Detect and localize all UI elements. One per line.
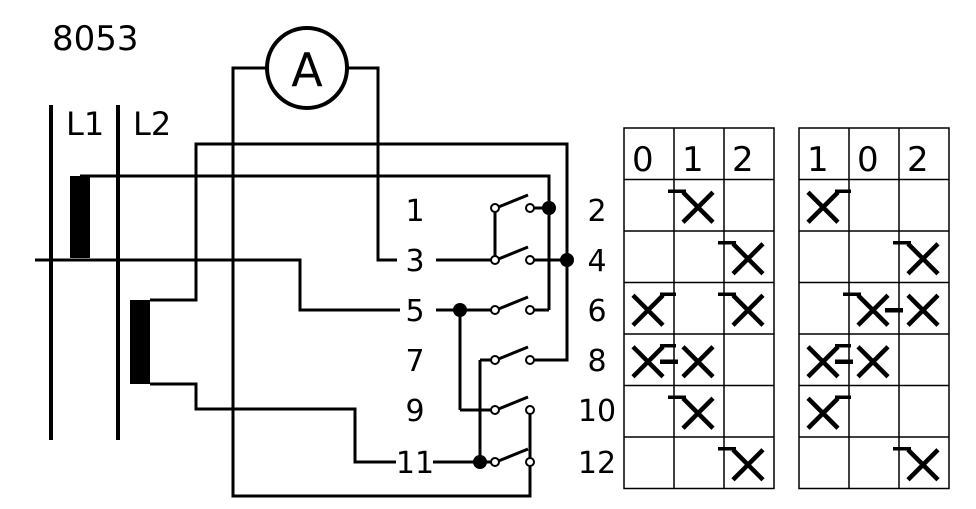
diagram-title: 8053 — [52, 19, 139, 59]
contact-closed-mark — [660, 345, 715, 379]
terminal-labels-right: 2 4 6 8 10 12 — [578, 194, 616, 481]
contact-closed-mark — [806, 395, 851, 430]
terminal-label: 9 — [405, 394, 424, 429]
bus-label-l2: L2 — [133, 105, 171, 143]
table-header: 0 — [857, 140, 879, 180]
terminal-label: 4 — [587, 244, 606, 279]
current-transformer-1 — [35, 176, 91, 262]
junction-dots — [453, 201, 574, 469]
table-header: 1 — [807, 140, 829, 180]
busbars — [49, 105, 120, 440]
contact-closed-mark — [718, 447, 765, 482]
terminal-label: 2 — [587, 194, 606, 229]
terminal-label: 8 — [587, 344, 606, 379]
terminal-label: 5 — [405, 294, 424, 329]
contact-closed-mark — [885, 293, 940, 327]
current-transformer-2 — [130, 300, 150, 384]
switch-contacts — [490, 203, 535, 467]
ammeter-label: A — [291, 43, 323, 97]
wiring — [35, 66, 569, 498]
table-header: 2 — [907, 140, 929, 180]
contact-closed-mark — [806, 189, 851, 224]
terminal-labels-left: 1 3 5 7 9 11 — [396, 194, 434, 481]
contact-closed-mark — [843, 292, 890, 327]
table-header: 1 — [682, 140, 704, 180]
contact-closed-mark — [631, 292, 676, 327]
table-header: 2 — [732, 140, 754, 180]
contact-closed-mark — [631, 344, 676, 379]
terminal-label: 7 — [405, 344, 424, 379]
terminal-label: 11 — [396, 446, 434, 481]
table-header: 0 — [632, 140, 654, 180]
contact-closed-mark — [718, 241, 765, 276]
terminal-label: 3 — [405, 244, 424, 279]
terminal-label: 1 — [405, 194, 424, 229]
contact-closed-mark — [668, 395, 715, 430]
contact-closed-mark — [718, 292, 765, 327]
contact-closed-mark — [668, 189, 715, 224]
contact-closed-mark — [893, 241, 940, 276]
terminal-label: 12 — [578, 446, 616, 481]
contact-closed-mark — [806, 344, 851, 379]
terminal-label: 6 — [587, 294, 606, 329]
bus-label-l1: L1 — [66, 105, 104, 143]
contact-closed-mark — [893, 447, 940, 482]
contact-closed-mark — [835, 345, 890, 379]
ammeter: A — [265, 26, 349, 110]
terminal-label: 10 — [578, 394, 616, 429]
